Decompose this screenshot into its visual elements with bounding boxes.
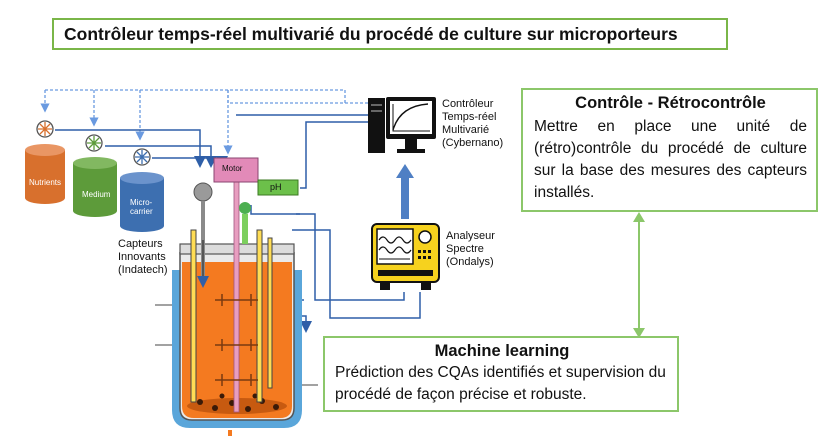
machine-learning-box: Machine learning Prédiction des CQAs ide… (323, 336, 679, 412)
controle-box-text: Mettre en place une unité de (rétro)cont… (534, 118, 807, 201)
analyzer-to-controller-arrow (396, 164, 414, 219)
pump-icon-nutrients (36, 120, 54, 138)
nutrients-tank-label: Nutrients (29, 178, 62, 187)
medium-tank-label: Medium (82, 190, 111, 199)
pump-icon-medium (85, 134, 103, 152)
ph-probe (239, 179, 299, 244)
medium-tank (73, 157, 117, 217)
analyzer-label-line: Spectre (446, 243, 484, 255)
diagram-title: Contrôleur temps-réel multivarié du proc… (52, 18, 728, 50)
microcarrier-tank (120, 172, 164, 232)
controller-label-line: Contrôleur (442, 98, 494, 110)
analyzer-label: Analyseur Spectre (Ondalys) (446, 230, 495, 269)
controller-label-line: Temps-réel (442, 111, 497, 123)
pump-icon-microcarrier (133, 148, 151, 166)
sensors-label-line: Capteurs (118, 238, 163, 250)
controle-box-heading: Contrôle - Rétrocontrôle (575, 94, 766, 112)
controle-retrocontrole-box: Contrôle - Rétrocontrôle Mettre en place… (521, 88, 818, 212)
ph-label: pH (270, 182, 282, 192)
sensors-label-line: Innovants (118, 251, 166, 263)
motor-icon (213, 157, 259, 183)
controller-label-line: (Cybernano) (442, 137, 504, 149)
sensors-label-line: (Indatech) (118, 264, 168, 276)
motor-label: Motor (222, 164, 243, 173)
ml-box-text: Prédiction des CQAs identifiés et superv… (335, 364, 666, 403)
bioreactor-icon (155, 181, 318, 436)
computer-icon (368, 97, 436, 153)
spectrum-analyzer-icon (371, 223, 440, 290)
ml-box-heading: Machine learning (434, 342, 570, 360)
analyzer-label-line: (Ondalys) (446, 256, 494, 268)
feedback-double-arrow (633, 212, 645, 338)
microcarrier-label-line: Micro- (130, 198, 153, 207)
sensors-label: Capteurs Innovants (Indatech) (118, 238, 168, 277)
controller-label-line: Multivarié (442, 124, 490, 136)
controller-label: Contrôleur Temps-réel Multivarié (Cybern… (442, 98, 503, 150)
microcarrier-label-line: carrier (130, 207, 153, 216)
analyzer-label-line: Analyseur (446, 230, 495, 242)
nutrients-tank (25, 144, 65, 204)
microcarrier-tank-label: Micro- carrier (130, 198, 153, 216)
